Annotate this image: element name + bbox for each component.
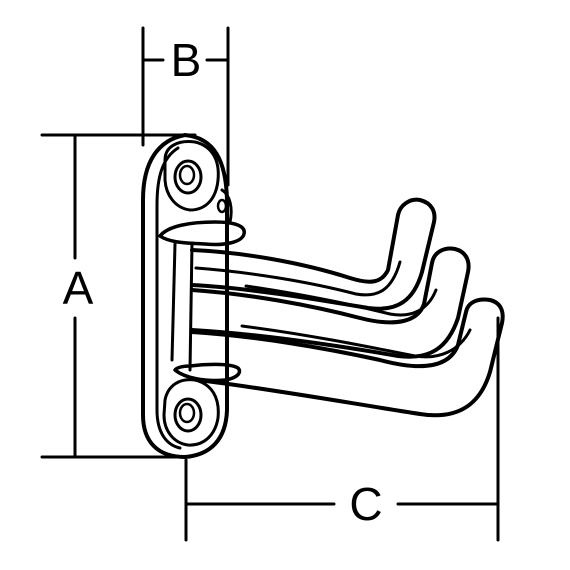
hook-2-outline	[190, 246, 471, 359]
dimension-c-label: C	[349, 478, 382, 530]
lower-knuckle	[173, 362, 242, 383]
bottom-screw-boss	[162, 378, 220, 447]
dimension-a: A	[40, 133, 197, 459]
hook-3	[190, 297, 505, 418]
top-screw-hole	[173, 159, 203, 195]
hook-1-inner-edge	[194, 260, 402, 297]
pivot-pin	[170, 242, 194, 372]
bottom-screw-hole-inner	[178, 402, 196, 424]
dimension-b-label: B	[171, 34, 202, 86]
pivot-rivet	[216, 198, 228, 214]
mounting-plate	[141, 133, 229, 459]
dimension-b: B	[141, 26, 230, 187]
bottom-screw-hole	[173, 397, 203, 433]
hook-2-inner-edge	[244, 284, 438, 317]
mounting-plate-inner-edge	[155, 146, 182, 450]
hook-2	[190, 246, 471, 359]
upper-knuckle	[158, 220, 246, 247]
upper-pin-tab	[220, 188, 233, 224]
dimension-c: C	[184, 316, 500, 542]
top-screw-boss	[163, 140, 220, 212]
hook-3-inner-edge	[240, 324, 472, 359]
pivot-assembly	[158, 188, 246, 383]
mounting-plate-outline	[141, 133, 229, 459]
dimension-a-label: A	[63, 262, 94, 314]
hook-3-outline	[190, 297, 505, 418]
top-screw-hole-inner	[178, 164, 196, 186]
